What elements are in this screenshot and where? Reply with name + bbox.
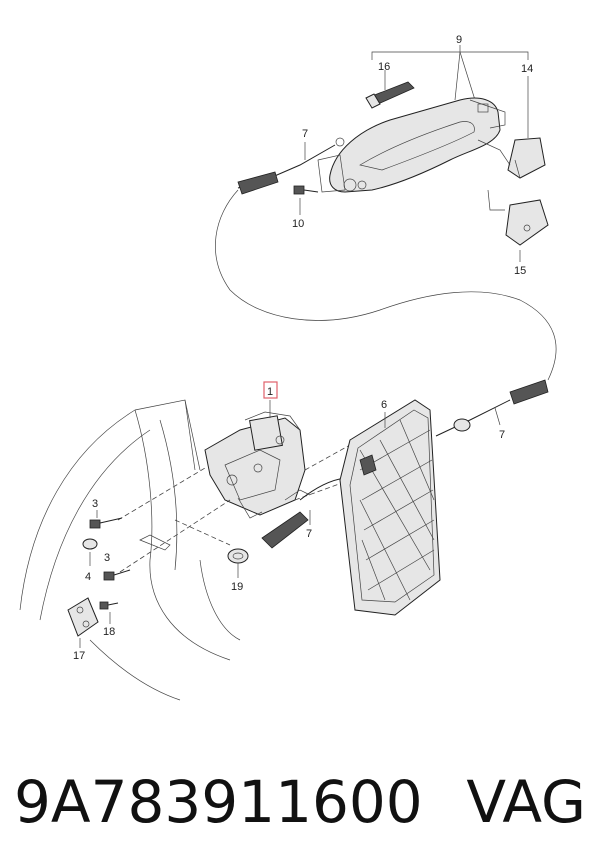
part-16-handle-cap <box>365 70 415 109</box>
callout-7-middle: 7 <box>306 528 312 540</box>
callout-7-right: 7 <box>499 429 505 441</box>
callout-14: 14 <box>521 63 533 75</box>
brand-name: VAG <box>466 768 586 836</box>
part-14-end-cap <box>507 76 546 179</box>
callout-19: 19 <box>231 581 243 593</box>
parts-3-4-screws <box>82 510 131 581</box>
callout-17: 17 <box>73 650 85 662</box>
door-handle-assembly <box>317 97 506 193</box>
caption: 9A783911600 VAG <box>14 762 586 842</box>
callout-15: 15 <box>514 265 526 277</box>
part-15-cover <box>477 139 549 262</box>
part-1-door-lock <box>204 400 311 519</box>
callout-3-upper: 3 <box>92 498 98 510</box>
callout-10: 10 <box>292 218 304 230</box>
part-19-grommet <box>227 548 249 578</box>
callout-18: 18 <box>103 626 115 638</box>
part-7-cable-right <box>435 379 549 437</box>
part-number: 9A783911600 <box>14 768 423 836</box>
part-6-trim-panel <box>339 399 441 616</box>
parts-17-18-striker <box>67 597 119 648</box>
door-body-outline <box>19 399 241 701</box>
callout-9: 9 <box>456 34 462 46</box>
callout-4: 4 <box>85 571 91 583</box>
callout-16: 16 <box>378 61 390 73</box>
callout-3-lower: 3 <box>104 552 110 564</box>
callout-6: 6 <box>381 399 387 411</box>
callout-1: 1 <box>267 386 273 398</box>
callout-7-top: 7 <box>302 128 308 140</box>
part-10-screw <box>293 185 319 215</box>
callout-1-highlight <box>263 381 278 399</box>
callout-9-bracket <box>371 45 529 101</box>
part-7-cable-top <box>215 137 557 381</box>
